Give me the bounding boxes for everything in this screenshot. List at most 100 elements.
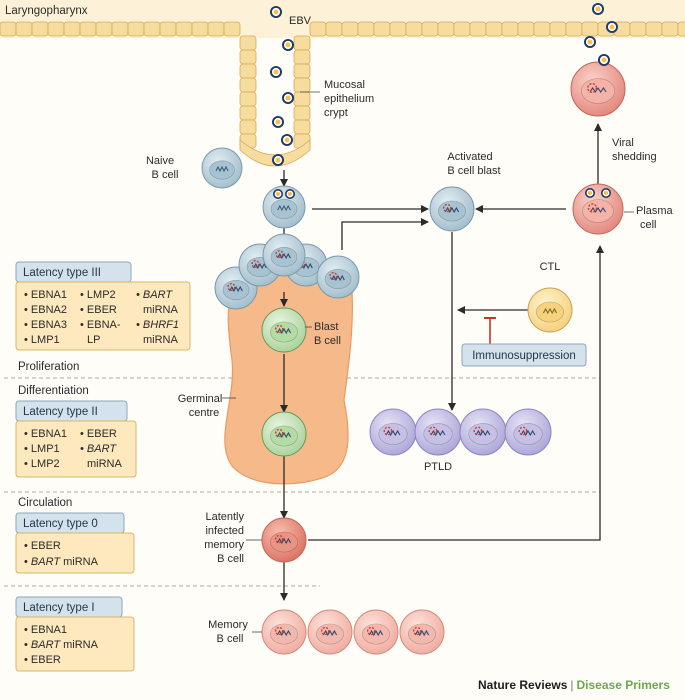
circulation-label: Circulation: [18, 497, 72, 509]
latency2-item: • LMP2: [24, 458, 60, 470]
ebv-label: EBV: [289, 15, 312, 27]
latency3-item: miRNA: [143, 334, 178, 346]
memory-label: Memory: [208, 619, 248, 631]
latency2-item: • BART: [80, 443, 117, 455]
epithelial-cell: [31, 21, 49, 37]
epithelial-cell: [485, 21, 503, 37]
epithelial-cell: [581, 21, 599, 37]
epithelial-cell: [469, 21, 487, 37]
epithelial-cell: [293, 77, 311, 93]
latency-type2-panel: Latency type II • EBNA1 • LMP1 • LMP2 • …: [15, 400, 137, 478]
latently-label: Latently: [205, 511, 244, 523]
ebv-virion: [584, 36, 596, 48]
ctl-cell: [527, 287, 573, 333]
epithelial-cell: [79, 21, 97, 37]
epithelial-cell: [95, 21, 113, 37]
latency1-item: • BART miRNA: [24, 639, 99, 651]
latency-type2-title: Latency type II: [23, 406, 98, 418]
latency1-item: • EBER: [24, 654, 61, 666]
epithelial-cell: [127, 21, 145, 37]
latently-infected-memory-b-cell: [261, 517, 307, 563]
epithelial-cell: [111, 21, 129, 37]
epithelial-cell: [341, 21, 359, 37]
ebv-virion: [281, 134, 293, 146]
mucosal-epithelium: [0, 21, 685, 167]
latency3-item: LP: [87, 334, 100, 346]
epithelial-cell: [293, 91, 311, 107]
latency-type3-panel: Latency type III • EBNA1 • EBNA2 • EBNA3…: [15, 261, 191, 351]
latency3-item: • BART: [136, 289, 173, 301]
epithelial-cell: [293, 49, 311, 65]
latency3-item: • BHRF1: [136, 319, 179, 331]
epithelial-cell: [239, 63, 257, 79]
epithelial-cell: [629, 21, 647, 37]
ebv-virion: [585, 188, 595, 198]
germinal-label: Germinal: [178, 393, 223, 405]
latency2-item: • EBNA1: [24, 428, 67, 440]
latently-label: infected: [205, 525, 244, 537]
epithelial-cell: [15, 21, 33, 37]
blast-label: Blast: [314, 321, 338, 333]
germinal-label: centre: [189, 407, 220, 419]
epithelial-cell: [239, 49, 257, 65]
ptld-cell: [459, 408, 507, 456]
ebv-virion: [598, 54, 610, 66]
epithelial-cell: [175, 21, 193, 37]
mucosal-label: crypt: [324, 107, 348, 119]
activated-b-cell-blast: [429, 186, 475, 232]
latency3-item: • EBER: [80, 304, 117, 316]
latently-label: B cell: [217, 553, 244, 565]
ebv-virion: [601, 188, 611, 198]
ebv-virion: [270, 66, 282, 78]
epithelial-cell: [293, 105, 311, 121]
latently-label: memory: [204, 539, 244, 551]
epithelial-cell: [389, 21, 407, 37]
latency3-item: • EBNA2: [24, 304, 67, 316]
latency3-item: miRNA: [143, 304, 178, 316]
ebv-virion: [285, 189, 295, 199]
latency-type3-title: Latency type III: [23, 267, 101, 279]
epithelial-cell: [0, 21, 17, 37]
epithelial-cell: [191, 21, 209, 37]
epithelial-cell: [159, 21, 177, 37]
plasma-label: cell: [640, 219, 657, 231]
latency-type1-panel: Latency type I • EBNA1 • BART miRNA • EB…: [15, 596, 135, 672]
latency-type0-title: Latency type 0: [23, 518, 98, 530]
epithelial-cell: [421, 21, 439, 37]
mucosal-label: epithelium: [324, 93, 374, 105]
germinal-centre-b-cell: [261, 411, 307, 457]
latency-type0-panel: Latency type 0 • EBER • BART miRNA: [15, 512, 135, 574]
activated-label: B cell blast: [447, 165, 500, 177]
naive-label: B cell: [152, 169, 179, 181]
plasma-label: Plasma: [636, 205, 674, 217]
immunosuppression-box: [461, 343, 587, 367]
mucosal-label: Mucosal: [324, 79, 365, 91]
epithelial-cell: [661, 21, 679, 37]
ptld-label: PTLD: [424, 461, 452, 473]
epithelial-cell: [405, 21, 423, 37]
blast-label: B cell: [314, 335, 341, 347]
viral-shedding-label: Viral: [612, 137, 634, 149]
latency1-item: • EBNA1: [24, 624, 67, 636]
ebv-virion: [592, 3, 604, 15]
memory-b-cell: [399, 609, 445, 655]
ebv-virion: [273, 189, 283, 199]
latency2-item: • LMP1: [24, 443, 60, 455]
latency2-item: miRNA: [87, 458, 122, 470]
epithelial-cell: [239, 35, 257, 51]
epithelial-cell: [239, 77, 257, 93]
differentiation-label: Differentiation: [18, 385, 89, 397]
ebv-virion: [272, 116, 284, 128]
immunosuppression-label: Immunosuppression: [472, 350, 576, 362]
ebv-virion: [270, 6, 282, 18]
epithelial-cell: [309, 21, 327, 37]
epithelial-cell: [47, 21, 65, 37]
ebv-virion: [606, 21, 618, 33]
latency0-item: • EBER: [24, 540, 61, 552]
epithelial-cell: [645, 21, 663, 37]
epithelial-cell: [293, 35, 311, 51]
latency3-item: • EBNA1: [24, 289, 67, 301]
ebv-virion: [282, 92, 294, 104]
